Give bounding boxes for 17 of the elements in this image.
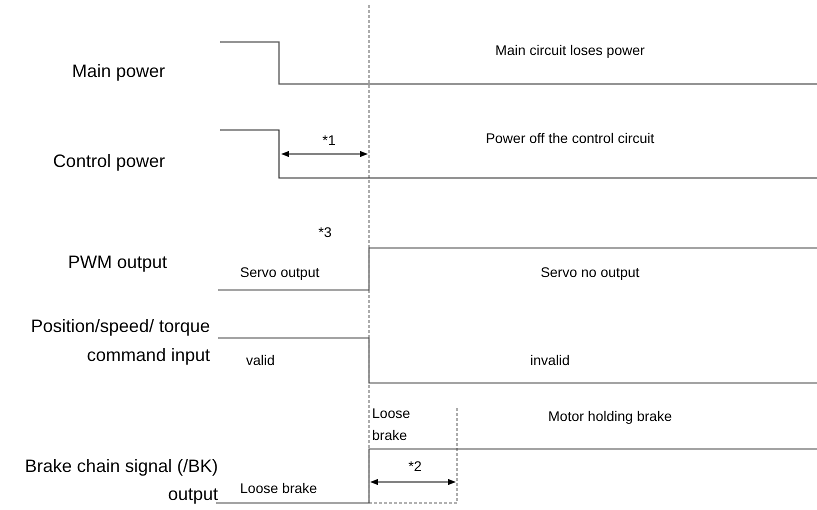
signal-name: PWM output — [66, 251, 167, 274]
state-text: Loose brake — [240, 479, 318, 498]
note-mark: *1 — [321, 131, 337, 150]
state-text: Main circuit loses power — [494, 41, 646, 60]
note-mark: *3 — [317, 223, 333, 242]
signal-name: Control power — [52, 150, 165, 173]
state-text: Power off the control circuit — [484, 129, 656, 148]
state-text: valid — [246, 351, 276, 370]
signal-name: Position/speed/ torque command input — [30, 315, 210, 367]
state-text: Motor holding brake — [547, 407, 673, 426]
signal-name: Main power — [70, 60, 165, 83]
state-text: Loose brake — [372, 404, 412, 445]
note-mark: *2 — [407, 457, 423, 476]
state-text: Servo no output — [540, 263, 640, 282]
signal-name: Brake chain signal (/BK) output — [24, 455, 218, 506]
state-text: Servo output — [240, 263, 320, 282]
state-text: invalid — [529, 351, 571, 370]
